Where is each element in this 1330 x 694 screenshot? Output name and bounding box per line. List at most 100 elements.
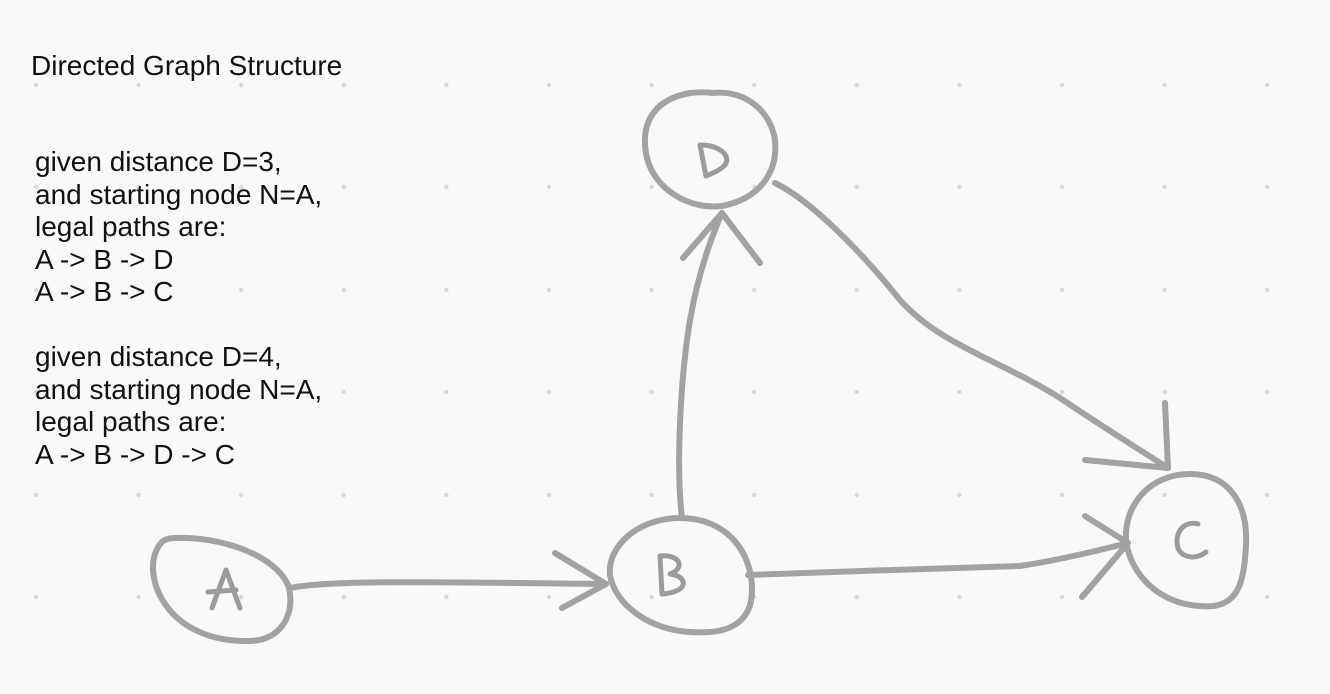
grid-dot [444, 389, 449, 395]
grid-dot [1162, 184, 1167, 190]
grid-dot [33, 287, 39, 293]
grid-dot [957, 389, 962, 395]
grid-dot [341, 287, 346, 293]
grid-dot [854, 82, 859, 88]
grid-dot [649, 184, 654, 190]
edge-a-to-b [287, 550, 609, 611]
grid-dot [136, 594, 141, 600]
grid-dot [546, 287, 552, 293]
grid-dot [136, 389, 141, 395]
example-d3-path-1: A -> B -> D [35, 243, 174, 275]
edge-b-c-arrowhead [1079, 513, 1131, 600]
example-d4-distance: given distance D=4, [35, 341, 282, 372]
grid-dot [239, 594, 244, 600]
grid-dot [854, 492, 859, 498]
grid-dot [546, 389, 552, 395]
grid-dot [33, 594, 39, 600]
grid-dot [1265, 287, 1270, 293]
grid-dot [1162, 82, 1167, 88]
node-b-circle [606, 515, 755, 636]
grid-dot [1059, 492, 1065, 498]
edge-a-b-arrowhead [552, 550, 609, 611]
edge-a-b-line [287, 579, 609, 591]
grid-dot [136, 82, 141, 88]
grid-dot [239, 492, 244, 498]
grid-dot [752, 389, 757, 395]
grid-dot [444, 184, 449, 190]
example-d4: given distance D=4, and starting node N=… [35, 341, 322, 471]
example-d4-heading: legal paths are: [35, 406, 227, 437]
grid-dot [33, 389, 39, 395]
grid-dot [239, 82, 244, 88]
grid-dot [341, 594, 346, 600]
example-d3-heading: legal paths are: [35, 211, 227, 242]
grid-dot [957, 184, 962, 190]
grid-dot [752, 287, 757, 293]
grid-dot [957, 287, 962, 293]
node-c-letter [1174, 520, 1209, 560]
grid-dot [752, 82, 757, 88]
edge-b-to-c [745, 513, 1131, 600]
node-b [606, 515, 755, 636]
grid-dot [649, 492, 654, 498]
grid-dot [854, 184, 859, 190]
grid-dot [546, 492, 552, 498]
node-c-circle [1122, 471, 1250, 610]
grid-dot [136, 492, 141, 498]
diagram-title: Directed Graph Structure [31, 50, 343, 81]
grid-dot [1265, 184, 1270, 190]
grid-dot [1265, 82, 1270, 88]
node-a-letter [205, 567, 243, 611]
grid-dot [239, 389, 244, 395]
example-d3: given distance D=3, and starting node N=… [35, 146, 322, 309]
example-d3-path-2: A -> B -> C [35, 276, 174, 307]
grid-dot [1059, 287, 1065, 293]
node-d-letter [697, 142, 730, 179]
grid-dot [1059, 594, 1065, 600]
grid-dot [957, 594, 962, 600]
node-b-letter [657, 553, 686, 597]
grid-dot [136, 184, 141, 190]
grid-dot [444, 82, 449, 88]
grid-dot [341, 389, 346, 395]
grid-dot [1265, 594, 1270, 600]
node-d [641, 89, 779, 210]
example-d3-distance: given distance D=3, [35, 146, 282, 177]
grid-dot [1162, 287, 1167, 293]
grid-dot [341, 184, 346, 190]
edge-d-c-line [772, 180, 1171, 471]
edge-b-d-arrowhead [680, 210, 763, 266]
node-a-circle [149, 534, 294, 645]
grid-dot [1265, 389, 1270, 395]
example-d4-start-node: and starting node N=A, [35, 373, 323, 405]
grid-dot [546, 82, 552, 88]
path-examples: given distance D=3, and starting node N=… [35, 146, 322, 471]
grid-dot [854, 594, 859, 600]
grid-dot [136, 287, 141, 293]
grid-dot [854, 287, 859, 293]
grid-dot [341, 492, 346, 498]
grid-dot [444, 287, 449, 293]
grid-dot [649, 594, 654, 600]
grid-dot [1059, 82, 1065, 88]
dot-grid-background [33, 82, 1270, 600]
grid-dot [854, 389, 859, 395]
grid-dot [1265, 492, 1270, 498]
example-spacer [35, 309, 322, 342]
grid-dot [649, 82, 654, 88]
grid-dot [546, 594, 552, 600]
grid-dot [444, 594, 449, 600]
grid-dot [1059, 389, 1065, 395]
edge-d-to-c [772, 180, 1171, 471]
edge-b-c-line [745, 540, 1131, 578]
grid-dot [957, 492, 962, 498]
grid-dot [341, 82, 346, 88]
example-d3-start-node: and starting node N=A, [35, 178, 323, 210]
grid-dot [1162, 389, 1167, 395]
grid-dot [546, 184, 552, 190]
node-a [149, 534, 294, 645]
grid-dot [33, 82, 39, 88]
node-d-circle [641, 89, 779, 210]
grid-dot [649, 287, 654, 293]
